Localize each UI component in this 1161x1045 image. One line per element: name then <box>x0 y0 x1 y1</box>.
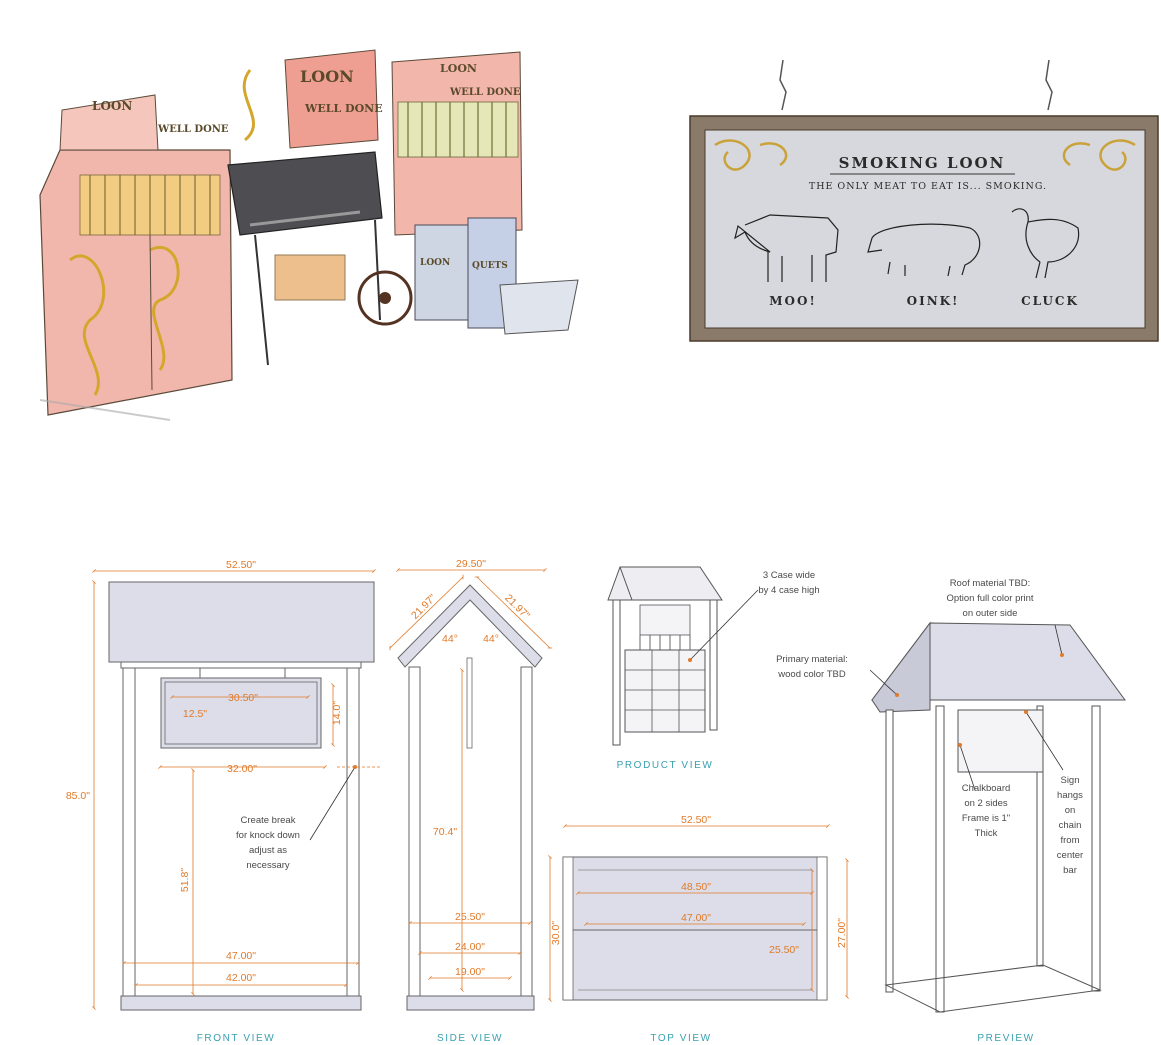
preview-sign-note-1: Sign <box>1060 775 1079 786</box>
preview-chalk-note-2: on 2 sides <box>964 798 1008 809</box>
chain-right-icon <box>1045 59 1053 111</box>
cow-icon <box>734 214 839 282</box>
preview-chalk-note-1: Chalkboard <box>962 783 1011 794</box>
chain-left-icon <box>779 59 787 111</box>
front-left-post <box>122 667 136 1011</box>
preview-sign-note-5: from <box>1061 835 1080 846</box>
front-dim-bar-width: 32.00" <box>227 763 257 775</box>
sketch-brand-left: LOON <box>92 99 132 113</box>
product-view-caption: PRODUCT VIEW <box>617 760 714 771</box>
preview-caption: PREVIEW <box>977 1033 1034 1044</box>
sketch-brand-right: LOON <box>440 62 477 75</box>
sketch-crate-label-1: LOON <box>420 258 450 268</box>
side-right-post <box>520 666 533 1011</box>
front-note-line-4: necessary <box>246 860 290 871</box>
side-base <box>406 995 535 1011</box>
preview-sign-note-3: on <box>1065 805 1076 816</box>
product-note-line-1: 3 Case wide <box>763 570 815 581</box>
front-sign-panel <box>160 677 322 749</box>
preview-roof-note-3: on outer side <box>963 608 1018 619</box>
front-base <box>120 995 362 1011</box>
front-view-caption: FRONT VIEW <box>197 1033 276 1044</box>
sign-label-moo: MOO! <box>769 294 816 308</box>
top-view-caption: TOP VIEW <box>650 1033 711 1044</box>
front-note-line-1: Create break <box>241 815 296 826</box>
side-dim-height: 70.4" <box>433 826 457 838</box>
sketch-tagline-right: WELL DONE <box>449 87 521 98</box>
sign-label-cluck: CLUCK <box>1021 294 1079 308</box>
product-cases <box>624 649 706 733</box>
side-left-post <box>408 666 421 1011</box>
side-dim-top-width: 29.50" <box>456 558 486 570</box>
sketch-tagline-left: WELL DONE <box>157 124 229 135</box>
sketch-tagline-center: WELL DONE <box>304 102 383 115</box>
front-dim-base-inner: 42.00" <box>226 972 256 984</box>
side-view-caption: SIDE VIEW <box>437 1033 503 1044</box>
preview-chalk-note-3: Frame is 1" <box>962 813 1010 824</box>
sketch-brand-center: LOON <box>300 67 354 86</box>
preview-chalk-note-4: Thick <box>975 828 998 839</box>
side-view: 29.50" 21.97" 21.97" 44° 44° 70.4" 25.50… <box>389 558 553 1044</box>
preview-material-note-2: wood color TBD <box>777 669 846 680</box>
preview-sign-note-6: center <box>1057 850 1083 861</box>
preview: Roof material TBD: Option full color pri… <box>776 578 1126 1044</box>
sign-subtitle: THE ONLY MEAT TO EAT IS... SMOKING. <box>809 181 1047 192</box>
top-dim-depth-right: 27.00" <box>836 918 848 948</box>
top-dim-inner1: 48.50" <box>681 881 711 893</box>
preview-sign-note-2: hangs <box>1057 790 1083 801</box>
preview-sign <box>957 709 1044 773</box>
hanging-sign: SMOKING LOON THE ONLY MEAT TO EAT IS... … <box>689 59 1159 342</box>
preview-sign-note-4: chain <box>1059 820 1082 831</box>
top-dim-depth-inner: 25.50" <box>769 944 799 956</box>
sign-board <box>704 129 1146 329</box>
sketch-crate-label-2: QUETS <box>472 261 508 271</box>
side-dim-roof-right: 21.97" <box>502 592 532 622</box>
top-outline <box>562 856 828 1001</box>
side-dim-w2: 24.00" <box>455 941 485 953</box>
front-dim-total-height: 85.0" <box>66 790 90 802</box>
front-dim-lower-height: 51.8" <box>179 868 191 892</box>
front-note-line-3: adjust as <box>249 845 287 856</box>
display-sketch: LOON WELL DONE LOON WELL DONE LOON WELL … <box>39 49 579 421</box>
front-dim-sign-width: 30.50" <box>228 692 258 704</box>
front-header-panel <box>108 581 375 663</box>
top-dim-depth-left: 30.0" <box>550 921 562 945</box>
pig-icon <box>867 223 981 277</box>
front-dim-base-outer: 47.00" <box>226 950 256 962</box>
front-right-post <box>346 667 360 1011</box>
front-view: 52.50" 30.50" 12.5" 32.00" 47.00" 42.00"… <box>66 559 380 1044</box>
sign-title: SMOKING LOON <box>839 154 1006 172</box>
sign-label-oink: OINK! <box>907 294 960 308</box>
side-sign-edge <box>466 657 473 749</box>
front-note-line-2: for knock down <box>236 830 300 841</box>
top-view: 52.50" 48.50" 47.00" 25.50" 30.0" 27.00"… <box>548 814 849 1044</box>
top-dim-overall: 52.50" <box>681 814 711 826</box>
side-dim-w1: 25.50" <box>455 911 485 923</box>
front-dim-sign-inner: 12.5" <box>183 708 207 720</box>
front-dim-top-width: 52.50" <box>226 559 256 571</box>
side-roof <box>397 584 543 668</box>
preview-roof-note-1: Roof material TBD: <box>950 578 1031 589</box>
front-dim-sign-height: 14.0" <box>331 701 343 725</box>
preview-material-note-1: Primary material: <box>776 654 848 665</box>
side-dim-w3: 19.00" <box>455 966 485 978</box>
top-dim-inner2: 47.00" <box>681 912 711 924</box>
side-dim-angle-right: 44° <box>483 633 499 645</box>
chicken-icon <box>1011 208 1080 279</box>
side-dim-roof-left: 21.97" <box>409 592 439 622</box>
product-view: 3 Case wide by 4 case high PRODUCT VIEW <box>607 566 820 771</box>
preview-sign-note-7: bar <box>1063 865 1077 876</box>
product-note-line-2: by 4 case high <box>758 585 819 596</box>
preview-roof-note-2: Option full color print <box>946 593 1033 604</box>
side-dim-angle-left: 44° <box>442 633 458 645</box>
